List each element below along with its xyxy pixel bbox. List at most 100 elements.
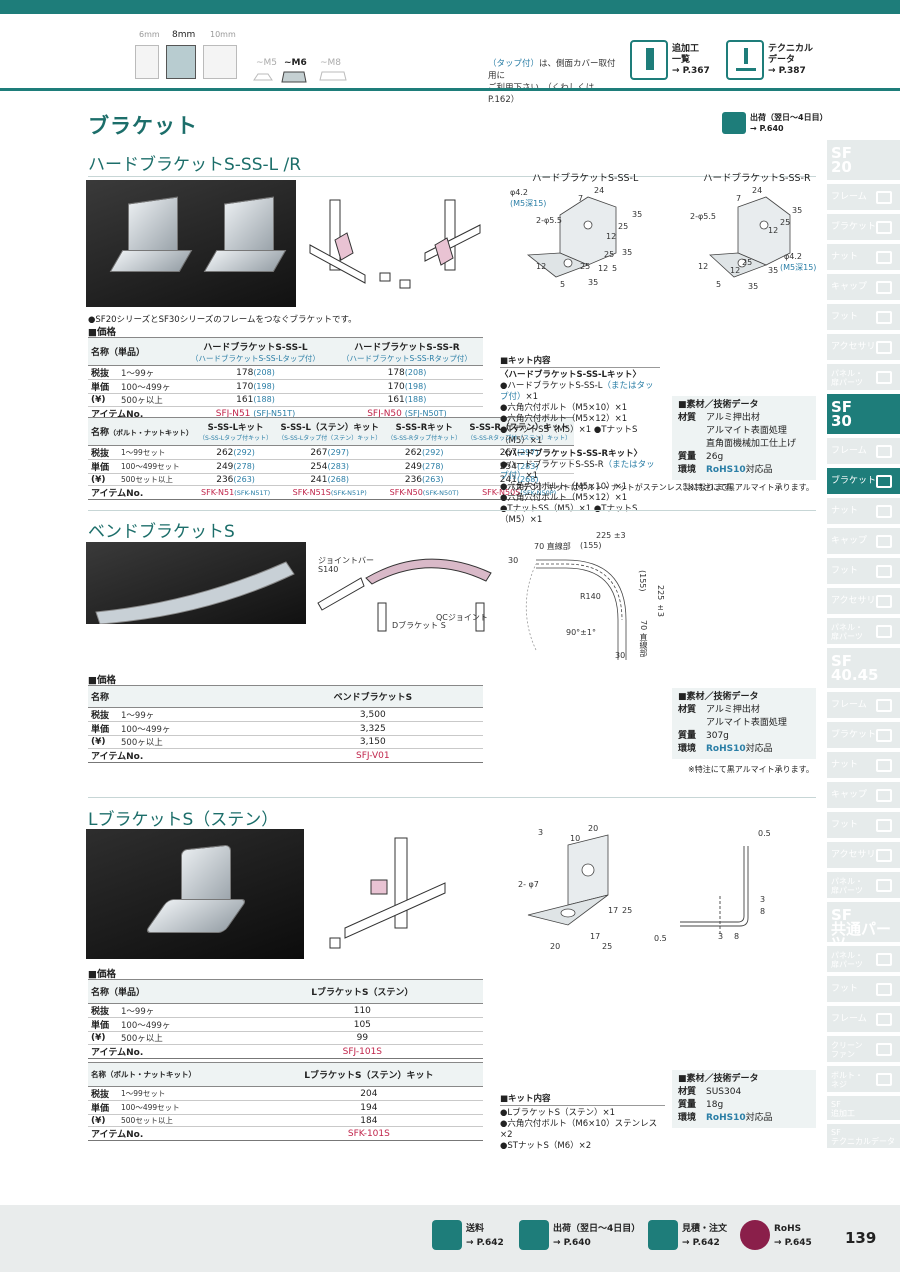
sidebar-item-13[interactable]: フット [827, 558, 900, 586]
sidebar-item-25[interactable]: パネル・扉パーツ [827, 946, 900, 974]
hard-bracket-kit-contents: ■キット内容 〈ハードブラケットS-SS-Lキット〉 ●ハードブラケットS-SS… [500, 356, 660, 526]
sidebar-label: ブラケット [831, 476, 877, 486]
link-technical-data[interactable]: テクニカルデータ→ P.387 [768, 44, 814, 76]
sidebar-item-3[interactable]: ナット [827, 244, 900, 272]
top-bar [0, 0, 900, 14]
page-title: ブラケット [88, 114, 198, 138]
sidebar-item-26[interactable]: フット [827, 976, 900, 1004]
sidebar-label: パネル・ [831, 951, 863, 960]
sidebar-item-10[interactable]: ブラケット [827, 468, 900, 496]
sidebar-item-1[interactable]: フレーム [827, 184, 900, 212]
nut-icon [876, 251, 892, 264]
dim-r-5: 5 [716, 280, 722, 289]
section-title-l-bracket: LブラケットS（ステン） [88, 810, 279, 830]
link-additional-machining[interactable]: 追加工一覧→ P.367 [672, 44, 710, 76]
sidebar-item-14[interactable]: アクセサリ [827, 588, 900, 616]
sidebar-item-2[interactable]: ブラケット [827, 214, 900, 242]
sidebar-label: キャップ [831, 282, 868, 292]
sidebar-item-29[interactable]: ボルト・ネジ [827, 1066, 900, 1094]
sidebar-item-5[interactable]: フット [827, 304, 900, 332]
cap-icon [876, 789, 892, 802]
item-row: アイテムNo.SFJ-101S [88, 1044, 483, 1059]
sidebar-label: SF [831, 144, 853, 162]
sidebar-label: フレーム [831, 446, 867, 456]
foot-icon [876, 983, 892, 996]
panel-icon [876, 625, 892, 638]
sidebar-item-6[interactable]: アクセサリ [827, 334, 900, 362]
dim-r-tap: (M5深15) [780, 263, 817, 272]
sidebar-label: ナット [831, 252, 859, 262]
dim-r-12b: 12 [698, 262, 709, 271]
document-download-icon[interactable] [726, 40, 764, 80]
sidebar-item-19[interactable]: ナット [827, 752, 900, 780]
sidebar-item-12[interactable]: キャップ [827, 528, 900, 556]
black-alumite-note-2: ※特注にて黒アルマイト承ります。 [688, 765, 814, 774]
sidebar-item-11[interactable]: ナット [827, 498, 900, 526]
sidebar-label: 40.45 [831, 666, 879, 684]
sidebar-label: フレーム [831, 700, 867, 710]
sidebar-label: 扉パーツ [831, 378, 863, 387]
drill-icon[interactable] [630, 40, 668, 80]
sidebar-label: 30 [831, 412, 852, 430]
col-header-r: ハードブラケットS-SS-R（ハードブラケットS-SS-Rタップ付） [330, 337, 483, 366]
sidebar-item-28[interactable]: クリーンファン [827, 1036, 900, 1064]
sidebar-item-23[interactable]: パネル・扉パーツ [827, 872, 900, 900]
dim-l-5b: 5 [612, 264, 618, 273]
footer-link-rohs[interactable]: RoHS→ P.645 [774, 1224, 812, 1248]
sidebar-item-7[interactable]: パネル・扉パーツ [827, 364, 900, 392]
accessory-icon [876, 595, 892, 608]
truck-icon[interactable] [432, 1220, 462, 1250]
quote-order-icon[interactable] [648, 1220, 678, 1250]
sidebar-item-4[interactable]: キャップ [827, 274, 900, 302]
hard-bracket-assembly-diagram [309, 199, 481, 289]
footer-link-shipping-cost[interactable]: 送料→ P.642 [466, 1224, 504, 1248]
sidebar-item-20[interactable]: キャップ [827, 782, 900, 810]
panel-icon [876, 371, 892, 384]
footer-link-shipping[interactable]: 出荷（翌日〜4日目）→ P.640 [553, 1224, 641, 1248]
slot-6mm-icon [135, 45, 159, 79]
dim-bend-225a: 225 ±3 [596, 531, 626, 540]
dim-bend-70b: 70 直線部 [639, 620, 648, 657]
col-header-name: 名称（単品） [88, 337, 181, 366]
sidebar-item-27[interactable]: フレーム [827, 1006, 900, 1034]
sidebar-item-9[interactable]: フレーム [827, 438, 900, 466]
dim-bend-angle: 90°±1° [566, 628, 596, 637]
page-number: 139 [845, 1229, 877, 1247]
dim-lb-17b: 17 [590, 932, 601, 941]
section-rule [88, 797, 816, 798]
bolt-icon [876, 1073, 892, 1086]
drawing-title-l: ハードブラケットS-SS-L [532, 173, 639, 184]
shipping-icon[interactable] [519, 1220, 549, 1250]
sidebar-label: フレーム [831, 192, 867, 202]
sidebar-label: アクセサリ [831, 850, 876, 860]
section-title-hard-bracket: ハードブラケットS-SS-L /R [88, 155, 302, 175]
sidebar-item-22[interactable]: アクセサリ [827, 842, 900, 870]
dim-l-12c: 12 [598, 264, 609, 273]
footer-link-quote[interactable]: 見積・注文→ P.642 [682, 1224, 728, 1248]
rohs-icon[interactable] [740, 1220, 770, 1250]
shipping-badge[interactable]: 出荷（翌日〜4日目）→ P.640 [750, 113, 828, 133]
section-title-bend-bracket: ベンドブラケットS [88, 522, 235, 542]
bracket-icon [876, 729, 892, 742]
sidebar-item-18[interactable]: ブラケット [827, 722, 900, 750]
sidebar-item-17[interactable]: フレーム [827, 692, 900, 720]
section-rule [88, 176, 816, 177]
sidebar-label: テクニカルデータ [831, 1137, 895, 1146]
dim-bend-225b: 225 ±3 [656, 585, 665, 617]
sidebar-item-21[interactable]: フット [827, 812, 900, 840]
bend-bracket-photo [86, 542, 306, 624]
sidebar-item-15[interactable]: パネル・扉パーツ [827, 618, 900, 646]
sidebar-label: 扉パーツ [831, 886, 863, 895]
l-bracket-section-drawing [680, 846, 749, 936]
